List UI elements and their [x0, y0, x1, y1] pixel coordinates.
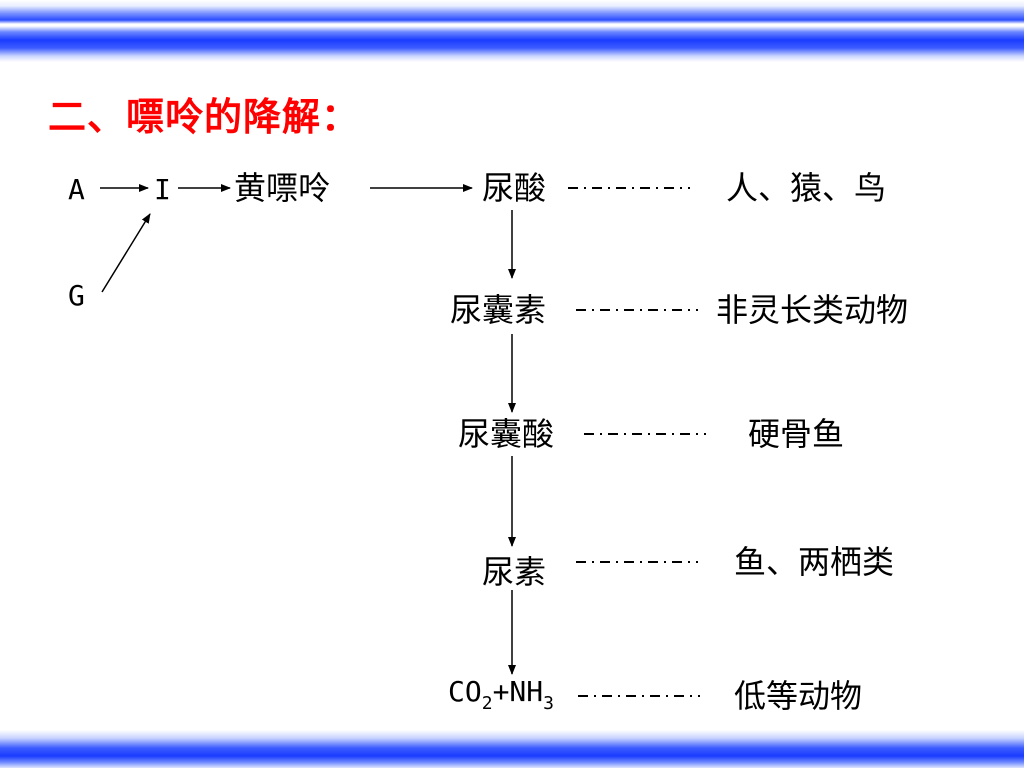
organism-co2-nh3: 低等动物: [734, 677, 863, 715]
nh3-prefix: +NH: [492, 675, 544, 708]
organism-urea: 鱼、两栖类: [734, 543, 895, 581]
node-xanthine: 黄嘌呤: [234, 169, 331, 207]
node-uric-acid: 尿酸: [482, 169, 547, 207]
top-decorative-band: [0, 0, 1024, 64]
node-allantoin: 尿囊素: [450, 291, 547, 329]
co2-subscript: 2: [481, 693, 493, 714]
node-urea: 尿素: [482, 553, 547, 591]
co2-prefix: CO: [448, 675, 482, 708]
organism-allantoic-acid: 硬骨鱼: [748, 415, 845, 453]
node-a: A: [68, 173, 85, 206]
node-co2-nh3: CO2+NH3: [448, 672, 554, 724]
node-g: G: [68, 279, 85, 312]
organism-uric-acid: 人、猿、鸟: [726, 169, 887, 207]
organism-allantoin: 非灵长类动物: [716, 291, 909, 329]
node-allantoic-acid: 尿囊酸: [458, 415, 555, 453]
node-i: I: [154, 173, 171, 206]
bottom-decorative-band: [0, 730, 1024, 768]
nh3-subscript: 3: [543, 693, 554, 714]
slide-title: 二、嘌呤的降解：: [48, 95, 361, 139]
arrow-g-to-i: [101, 213, 151, 293]
